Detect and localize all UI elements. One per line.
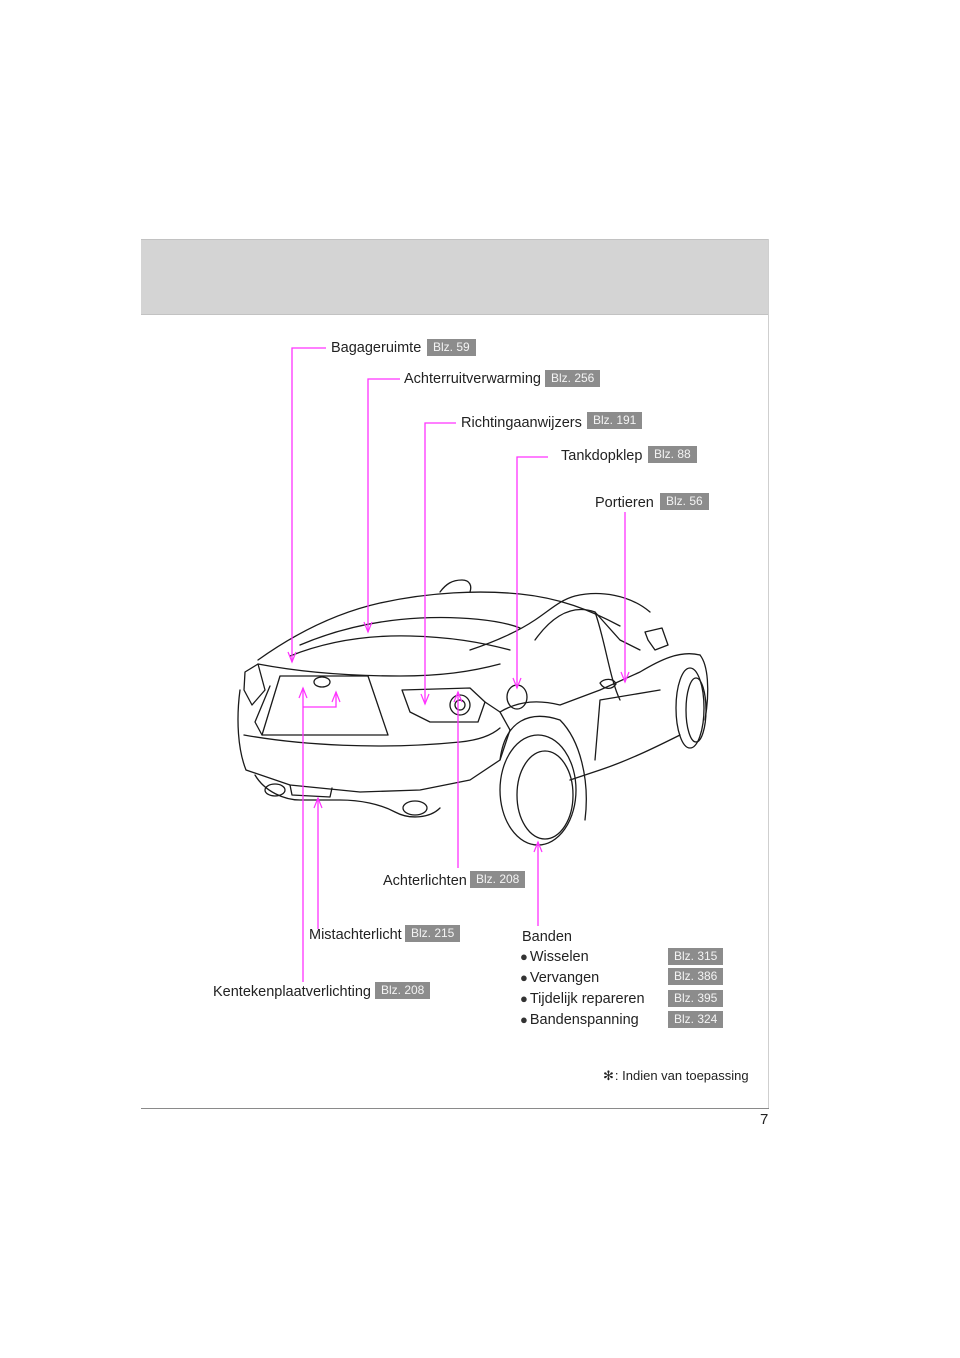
banden-item: ●Tijdelijk repareren (520, 990, 645, 1008)
bullet-icon: ● (520, 949, 528, 964)
leader-arrowheads (287, 621, 630, 853)
label-kentekenplaatverlichting: Kentekenplaatverlichting (213, 984, 371, 1000)
leader-lines (291, 347, 626, 982)
banden-item-label: Vervangen (529, 970, 600, 986)
ref-bagageruimte[interactable]: Blz. 59 (427, 339, 476, 356)
bottom-rule (141, 1108, 769, 1109)
ref-achterruitverwarming[interactable]: Blz. 256 (545, 370, 601, 387)
label-achterlichten: Achterlichten (383, 873, 467, 889)
ref-achterlichten[interactable]: Blz. 208 (470, 871, 526, 888)
leader-achterruitverwarming (367, 378, 400, 632)
label-bagageruimte: Bagageruimte (331, 340, 422, 356)
ref-tankdopklep[interactable]: Blz. 88 (648, 446, 697, 463)
bullet-icon: ● (520, 1012, 528, 1027)
banden-item: ●Wisselen (520, 948, 589, 966)
footnote-text: : Indien van toepassing (614, 1068, 749, 1083)
banden-item: ●Bandenspanning (520, 1011, 639, 1029)
bullet-icon: ● (520, 970, 528, 985)
banden-title: Banden (522, 929, 572, 945)
asterisk-icon: ✻ (603, 1068, 614, 1083)
banden-item: ●Vervangen (520, 969, 599, 987)
bullet-icon: ● (520, 991, 528, 1006)
ref-banden-vervangen[interactable]: Blz. 386 (668, 968, 724, 985)
header-band (141, 239, 769, 315)
page-number: 7 (760, 1111, 769, 1128)
label-mistachterlicht: Mistachterlicht (309, 927, 402, 943)
banden-item-label: Tijdelijk repareren (529, 991, 645, 1007)
ref-banden-wisselen[interactable]: Blz. 315 (668, 948, 724, 965)
label-tankdopklep: Tankdopklep (561, 448, 643, 464)
banden-item-label: Wisselen (529, 949, 589, 965)
leader-tankdopklep (516, 456, 548, 688)
label-richtingaanwijzers: Richtingaanwijzers (461, 415, 582, 431)
banden-item-label: Bandenspanning (529, 1012, 639, 1028)
ref-banden-bandenspanning[interactable]: Blz. 324 (668, 1011, 724, 1028)
ref-richtingaanwijzers[interactable]: Blz. 191 (587, 412, 643, 429)
leader-bagageruimte (291, 347, 326, 662)
car-rear-outline-icon (237, 579, 709, 846)
leader-kenteken-branch (303, 692, 337, 708)
ref-portieren[interactable]: Blz. 56 (660, 493, 709, 510)
leader-richtingaanwijzers (424, 422, 456, 704)
footnote: ✻: Indien van toepassing (603, 1068, 749, 1084)
label-portieren: Portieren (595, 495, 654, 511)
ref-banden-tijdelijk[interactable]: Blz. 395 (668, 990, 724, 1007)
label-achterruitverwarming: Achterruitverwarming (404, 371, 541, 387)
ref-kentekenplaatverlichting[interactable]: Blz. 208 (375, 982, 431, 999)
right-margin-rule (768, 239, 769, 1109)
ref-mistachterlicht[interactable]: Blz. 215 (405, 925, 461, 942)
